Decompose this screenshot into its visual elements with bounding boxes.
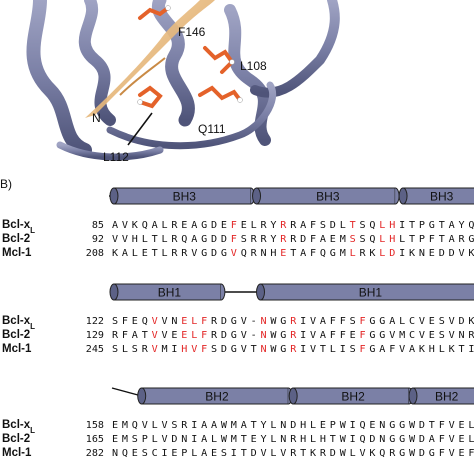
- sequence-position: 129: [86, 330, 104, 341]
- helix-cylinder-bh3: BH3: [109, 187, 256, 205]
- sequence-position: 245: [86, 344, 104, 355]
- sequence-position: 208: [86, 248, 104, 259]
- helix-cylinder-bh1: BH1: [256, 283, 474, 301]
- sequence-position: 165: [86, 434, 104, 445]
- residue-label-l108: L108: [240, 59, 267, 73]
- peptide-ribbon: [85, 0, 215, 118]
- residue-label-q111: Q111: [198, 122, 226, 136]
- protein-name: Bcl-2: [2, 433, 30, 445]
- terminus-label-n: N: [92, 111, 101, 125]
- side-chains: [138, 6, 242, 109]
- protein-name-subscript: L: [30, 426, 35, 435]
- domain-label: BH3: [316, 190, 340, 204]
- helix-cylinder-bh3: BH3: [398, 187, 474, 205]
- protein-name: Mcl-1: [2, 447, 32, 459]
- residue-label-l112: L112: [103, 150, 129, 164]
- helix-cylinder-bh3: BH3: [252, 187, 400, 205]
- loop-connector: [111, 387, 142, 397]
- sequence-position: 158: [86, 420, 104, 431]
- protein-structure: F146 L108 Q111 L112 N: [26, 0, 340, 164]
- helix-cylinder-bh2: BH2: [288, 387, 414, 405]
- protein-name: Bcl-2: [2, 329, 30, 341]
- sequence-position: 85: [92, 220, 104, 231]
- residue-label-f146: F146: [178, 25, 206, 39]
- helix-ribbons: [26, 0, 340, 161]
- leader-line: [127, 112, 153, 146]
- protein-name: Bcl-xL: [2, 315, 35, 331]
- domain-label: BH1: [359, 286, 383, 300]
- helix-cylinder-bh1: BH1: [109, 283, 226, 301]
- domain-label: BH2: [341, 390, 365, 404]
- protein-name: Mcl-1: [2, 247, 32, 259]
- sequence-position: 282: [86, 448, 104, 459]
- protein-name: Bcl-xL: [2, 419, 35, 435]
- domain-label: BH1: [158, 286, 182, 300]
- protein-name-subscript: L: [30, 322, 35, 331]
- protein-name: Mcl-1: [2, 343, 32, 355]
- panel-label: B): [0, 177, 12, 191]
- domain-label: BH2: [435, 390, 459, 404]
- domain-label: BH3: [173, 190, 197, 204]
- protein-name: Bcl-2: [2, 233, 30, 245]
- domain-label: BH2: [205, 390, 229, 404]
- sequence-position: 92: [92, 234, 104, 245]
- protein-name: Bcl-xL: [2, 219, 35, 235]
- domain-label: BH3: [430, 190, 454, 204]
- sequence-position: 122: [86, 316, 104, 327]
- helix-cylinder-bh2: BH2: [408, 387, 474, 405]
- helix-cylinder-bh2: BH2: [137, 387, 293, 405]
- side-chain-atoms: [137, 5, 243, 105]
- protein-name-subscript: L: [30, 226, 35, 235]
